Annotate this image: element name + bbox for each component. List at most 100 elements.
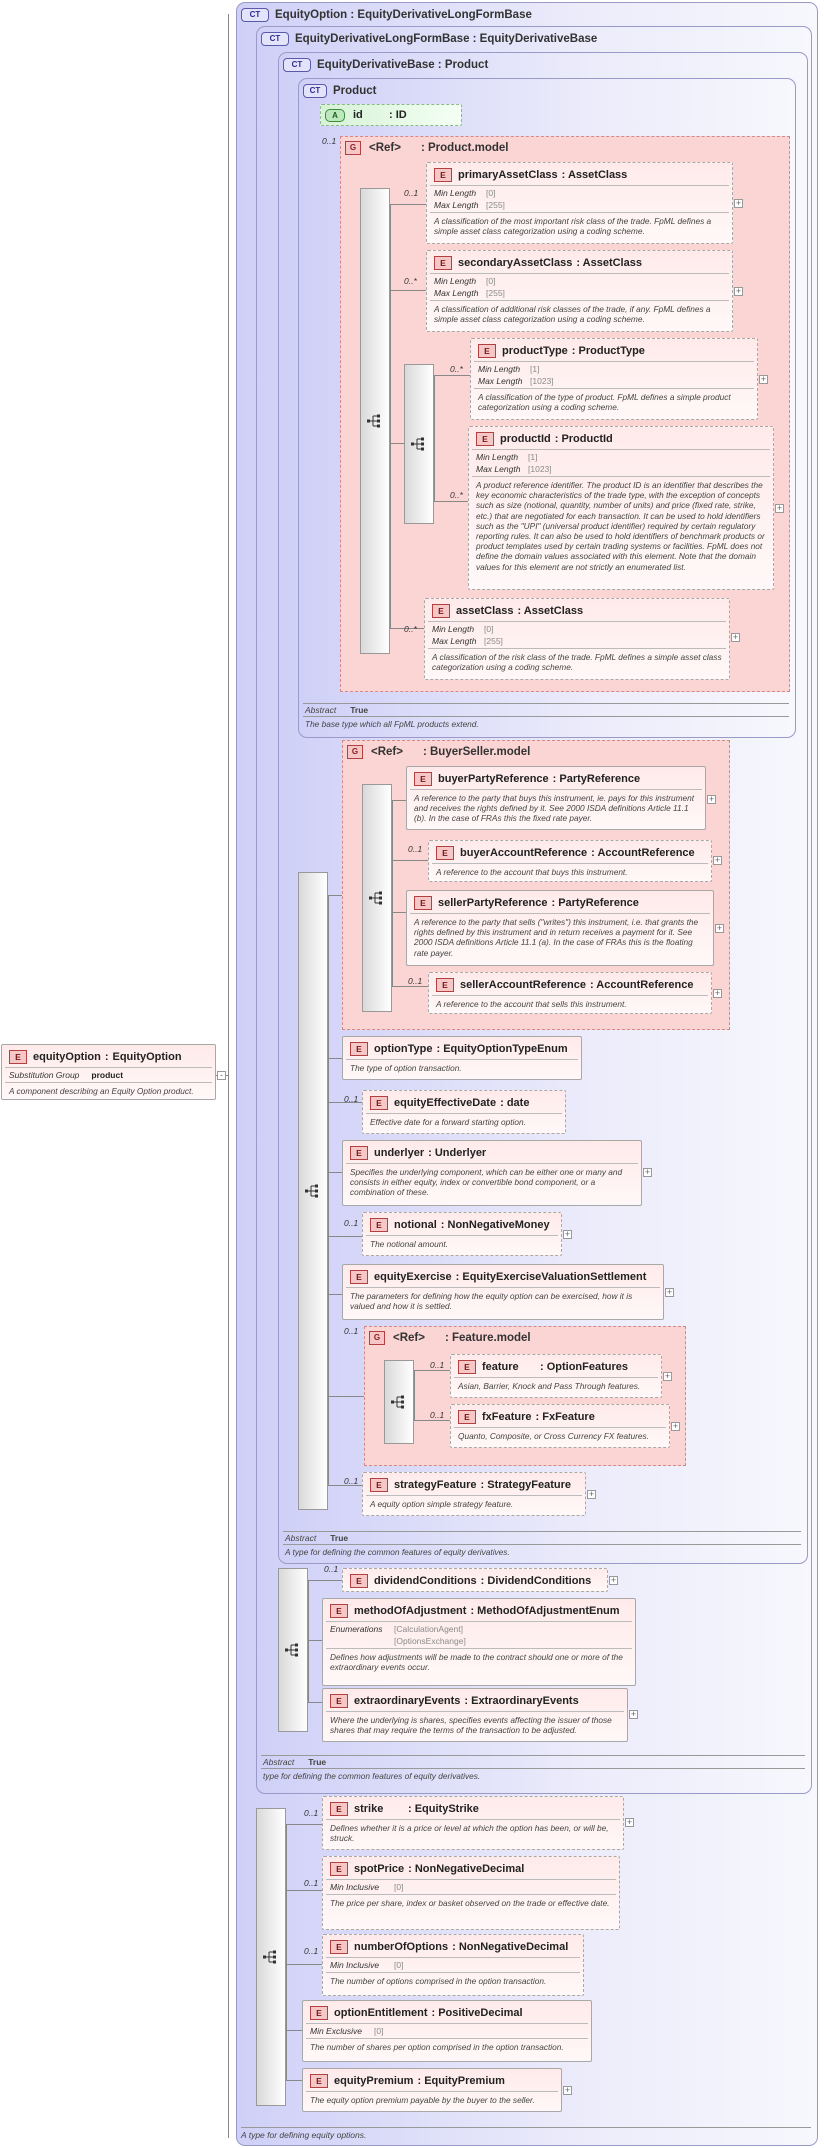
cardinality-label: 0..1 xyxy=(344,1476,359,1486)
cardinality-label: 0..1 xyxy=(430,1410,445,1420)
sequence-compositor[interactable] xyxy=(278,1568,308,1732)
root-element-type: EquityOption xyxy=(112,1051,182,1063)
complextype-icon: CT xyxy=(303,84,327,98)
complextype-title: CT EquityOption : EquityDerivativeLongFo… xyxy=(241,7,532,23)
sequence-compositor[interactable] xyxy=(360,188,390,654)
sequence-compositor[interactable] xyxy=(298,872,328,1510)
element-icon: E xyxy=(350,1574,368,1588)
sequence-icon xyxy=(285,1643,298,1657)
expand-icon[interactable]: + xyxy=(671,1421,680,1431)
root-element-name: equityOption xyxy=(33,1051,101,1063)
expand-icon[interactable]: + xyxy=(625,1817,634,1827)
element-icon: E xyxy=(458,1410,476,1424)
expand-icon[interactable]: + xyxy=(629,1709,638,1719)
expand-icon[interactable]: + xyxy=(707,794,716,804)
element-icon: E xyxy=(310,2006,328,2020)
expand-icon[interactable]: + xyxy=(663,1371,672,1381)
element-icon: E xyxy=(330,1862,348,1876)
group-icon: G xyxy=(369,1331,385,1345)
expand-icon[interactable]: + xyxy=(759,374,768,384)
element-icon: E xyxy=(310,2074,328,2088)
cardinality-label: 0..1 xyxy=(304,1808,319,1818)
complextype-title: CT EquityDerivativeBase : Product xyxy=(283,57,488,73)
element-icon: E xyxy=(432,604,450,618)
element-icon: E xyxy=(434,168,452,182)
expand-icon[interactable]: - xyxy=(217,1071,226,1080)
cardinality-label: 0..1 xyxy=(344,1218,359,1228)
expand-icon[interactable]: + xyxy=(665,1287,674,1297)
sequence-icon xyxy=(369,891,382,905)
cardinality-label: 0..1 xyxy=(324,1564,339,1574)
element-icon: E xyxy=(436,846,454,860)
expand-icon[interactable]: + xyxy=(643,1167,652,1177)
sequence-compositor[interactable] xyxy=(362,784,392,1012)
root-element-equityoption[interactable]: E equityOption : EquityOption Substituti… xyxy=(1,1044,216,1100)
sequence-compositor[interactable] xyxy=(256,1808,286,2106)
expand-icon[interactable]: + xyxy=(731,632,740,642)
element-icon: E xyxy=(330,1604,348,1618)
cardinality-label: 0..* xyxy=(450,364,463,374)
cardinality-label: 0..1 xyxy=(304,1946,319,1956)
element-icon: E xyxy=(350,1042,368,1056)
cardinality-label: 0..1 xyxy=(408,844,423,854)
element-icon: E xyxy=(350,1270,368,1284)
expand-icon[interactable]: + xyxy=(587,1489,596,1499)
expand-icon[interactable]: + xyxy=(734,286,743,296)
root-element-doc: A component describing an Equity Option … xyxy=(9,1086,194,1096)
cardinality-label: 0..1 xyxy=(430,1360,445,1370)
expand-icon[interactable]: + xyxy=(715,923,724,933)
expand-icon[interactable]: + xyxy=(609,1575,618,1585)
expand-icon[interactable]: + xyxy=(713,855,722,865)
group-icon: G xyxy=(347,745,363,759)
element-icon: E xyxy=(476,432,494,446)
cardinality-label: 0..1 xyxy=(404,188,419,198)
element-icon: E xyxy=(414,772,432,786)
sequence-compositor[interactable] xyxy=(384,1360,414,1444)
expand-icon[interactable]: + xyxy=(734,198,743,208)
group-title: G <Ref> : BuyerSeller.model xyxy=(347,745,530,759)
sequence-compositor[interactable] xyxy=(404,364,434,524)
element-icon: E xyxy=(9,1050,27,1064)
cardinality-label: 0..* xyxy=(450,490,463,500)
expand-icon[interactable]: + xyxy=(563,2085,572,2095)
cardinality-label: 0..1 xyxy=(344,1094,359,1104)
complextype-title: CT EquityDerivativeLongFormBase : Equity… xyxy=(261,31,597,47)
expand-icon[interactable]: + xyxy=(713,988,722,998)
element-icon: E xyxy=(370,1096,388,1110)
element-icon: E xyxy=(370,1478,388,1492)
element-icon: E xyxy=(350,1146,368,1160)
expand-icon[interactable]: + xyxy=(563,1229,572,1239)
group-title: G <Ref> : Feature.model xyxy=(369,1331,531,1345)
expand-icon[interactable]: + xyxy=(775,503,784,513)
element-icon: E xyxy=(434,256,452,270)
attribute-id[interactable]: A id : ID xyxy=(320,104,462,126)
element-icon: E xyxy=(478,344,496,358)
